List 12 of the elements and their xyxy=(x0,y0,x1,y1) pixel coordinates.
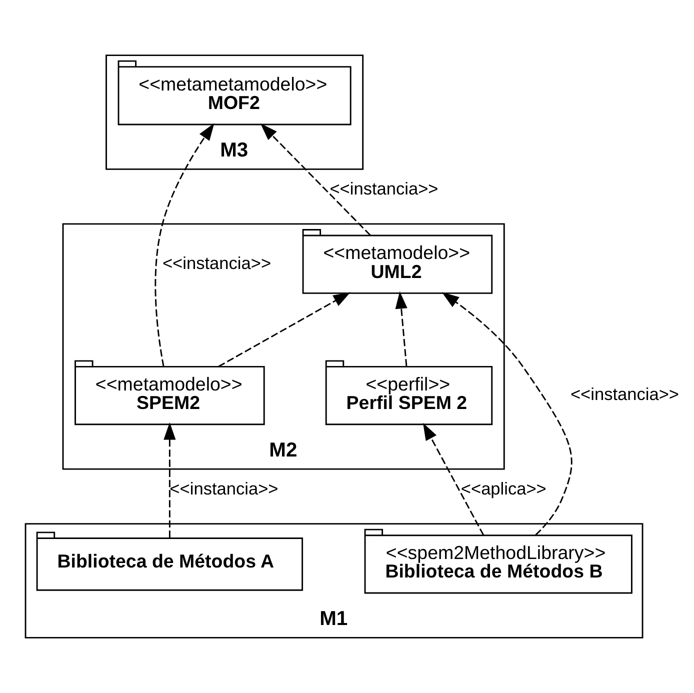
edge-label: <<aplica>> xyxy=(460,478,546,498)
arrow xyxy=(395,291,408,366)
edge-label: <<instancia>> xyxy=(162,252,272,273)
arrow xyxy=(218,292,351,368)
edge-label: <<instancia>> xyxy=(170,478,278,498)
arrow xyxy=(154,123,214,367)
arrow xyxy=(164,422,176,538)
edge-label: <<instancia>> xyxy=(330,178,438,199)
arrow xyxy=(442,292,572,536)
arrow xyxy=(260,123,371,236)
edge-label: <<instancia>> xyxy=(570,384,680,404)
arrow xyxy=(422,422,484,536)
